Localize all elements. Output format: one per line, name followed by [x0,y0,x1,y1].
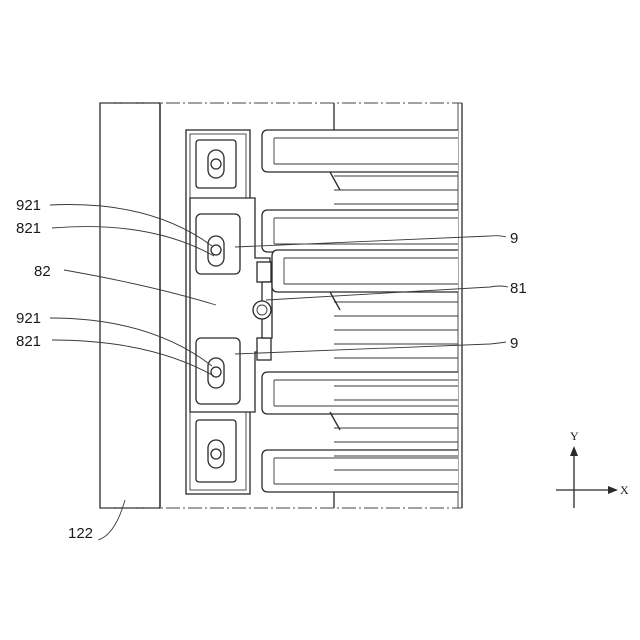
finger-outline [262,372,458,414]
x-axis-label: X [620,483,629,497]
finger-outline [262,210,458,252]
label-9-top: 9 [510,230,518,247]
label-921-top: 921 [16,197,41,214]
comb-fingers [262,103,458,508]
axis-indicator: Y X [556,429,629,508]
finger-step-edge [330,292,340,310]
bottom-slot-block [196,420,236,482]
label-921-bottom: 921 [16,310,41,327]
y-axis-label: Y [570,429,579,443]
label-81: 81 [510,280,527,297]
finger-outline [272,250,458,292]
top-slot-block [196,140,236,188]
label-82: 82 [34,263,51,280]
finger-step-edge [330,172,340,190]
label-821-top: 821 [16,220,41,237]
finger-outline [262,130,458,172]
label-9-bottom: 9 [510,335,518,352]
label-821-bottom: 821 [16,333,41,350]
finger-step-edge [330,412,340,430]
label-122: 122 [68,525,93,542]
